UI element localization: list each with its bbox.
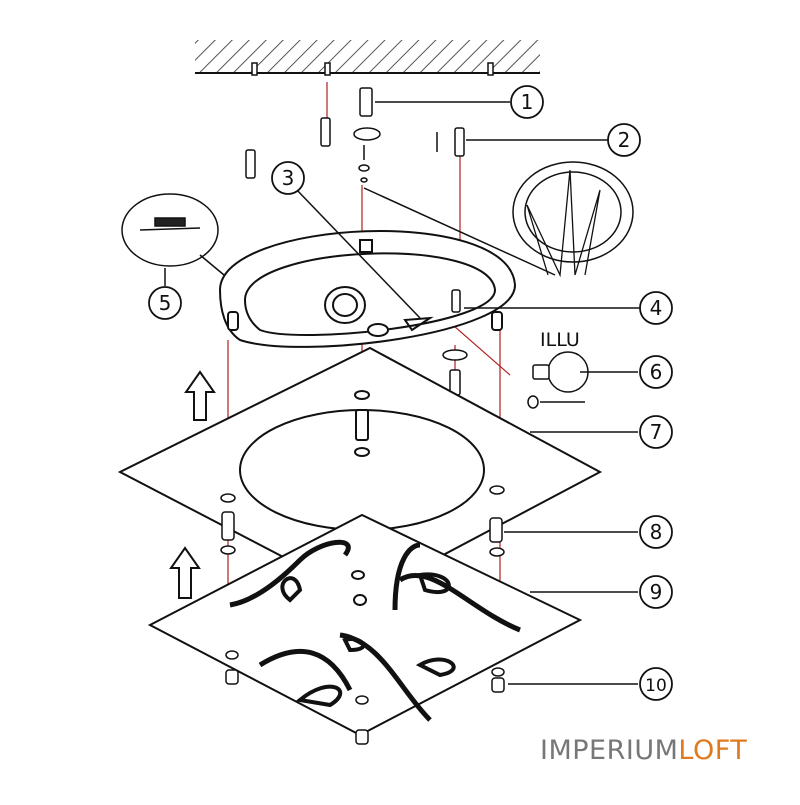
svg-text:7: 7: [650, 420, 663, 444]
screw-part-4: [442, 289, 468, 396]
svg-text:2: 2: [618, 128, 631, 152]
callout-7: 7: [639, 415, 673, 449]
up-arrow-icon: [169, 370, 216, 599]
svg-text:9: 9: [650, 580, 663, 604]
callout-6: 6: [639, 355, 673, 389]
svg-text:6: 6: [650, 360, 663, 384]
mount-detail-inset: [121, 193, 231, 281]
brand-watermark: IMPERIUMLOFT: [540, 735, 747, 766]
callout-5: 5: [148, 286, 182, 320]
callout-9: 9: [639, 575, 673, 609]
bulb-label: ILLU: [540, 329, 580, 351]
leader-lines: [164, 101, 640, 685]
bulb-icon: [527, 351, 589, 409]
callout-10: 10: [639, 667, 673, 701]
svg-text:10: 10: [645, 676, 667, 696]
screw-part-1: [353, 87, 381, 183]
callout-8: 8: [639, 515, 673, 549]
base-canopy: [218, 230, 517, 348]
svg-text:5: 5: [159, 291, 172, 315]
socket-detail-inset: [512, 161, 634, 278]
callout-4: 4: [639, 291, 673, 325]
svg-text:3: 3: [282, 166, 295, 190]
svg-text:8: 8: [650, 520, 663, 544]
brand-part-2: LOFT: [678, 735, 748, 766]
ceiling: [195, 40, 540, 76]
callout-3: 3: [271, 161, 305, 195]
svg-text:1: 1: [521, 90, 534, 114]
decor-panel-9: [147, 513, 583, 737]
brand-part-1: IMPERIUM: [540, 735, 679, 766]
wall-anchors: [245, 117, 465, 179]
callout-1: 1: [510, 85, 544, 119]
svg-text:4: 4: [650, 296, 663, 320]
fasteners-part-10: [225, 650, 505, 745]
spacers-part-8: [220, 485, 505, 557]
callout-2: 2: [607, 123, 641, 157]
